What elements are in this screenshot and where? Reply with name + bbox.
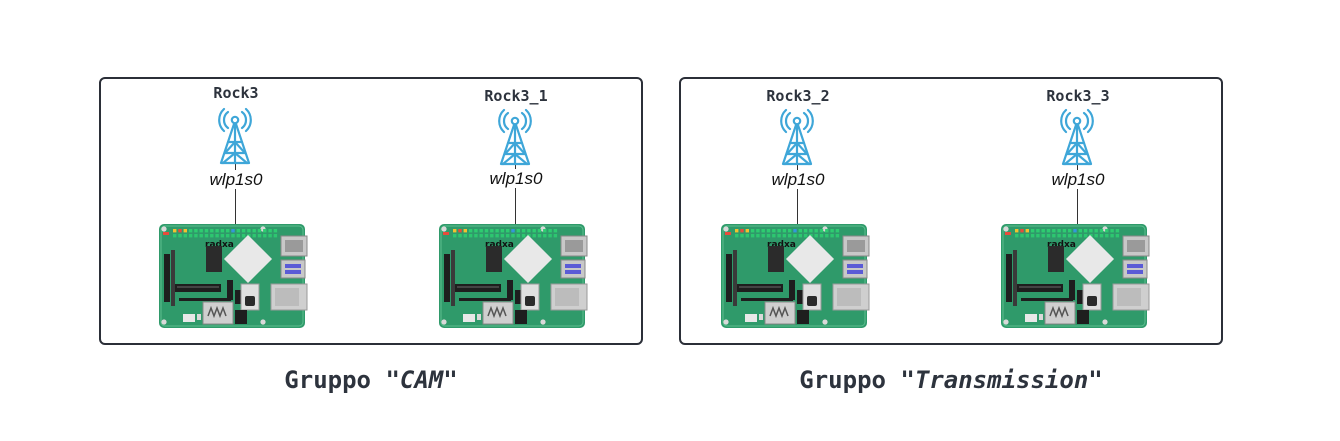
svg-text:radxa: radxa <box>485 240 514 250</box>
connection-line <box>1077 158 1078 234</box>
node-rock3: Rock3 wlp1s0 radxa <box>156 82 316 332</box>
node-name: Rock3_2 <box>766 87 830 105</box>
interface-label: wlp1s0 <box>1050 170 1106 189</box>
node-rock3-2: Rock3_2 wlp1s0 radxa <box>718 82 878 332</box>
single-board-computer-icon: radxa <box>439 224 588 328</box>
group-label-prefix: Gruppo <box>799 366 901 394</box>
interface-label: wlp1s0 <box>770 170 826 189</box>
connection-line <box>797 158 798 234</box>
svg-text:radxa: radxa <box>205 240 234 250</box>
single-board-computer-icon: radxa <box>1001 224 1150 328</box>
interface-label: wlp1s0 <box>208 170 264 189</box>
node-name: Rock3 <box>213 84 259 102</box>
group-label-name: "Transmission" <box>900 366 1103 394</box>
antenna-tower-icon <box>1060 108 1094 166</box>
group-label-cam: Gruppo "CAM" <box>99 364 643 396</box>
interface-label: wlp1s0 <box>488 169 544 188</box>
group-label-transmission: Gruppo "Transmission" <box>679 364 1223 396</box>
connection-line <box>515 158 516 234</box>
node-rock3-1: Rock3_1 wlp1s0 radxa <box>436 82 596 332</box>
group-label-prefix: Gruppo <box>284 366 386 394</box>
antenna-tower-icon <box>498 108 532 166</box>
single-board-computer-icon: radxa <box>159 224 308 328</box>
svg-text:radxa: radxa <box>767 240 796 250</box>
antenna-tower-icon <box>218 107 252 165</box>
group-label-name: "CAM" <box>385 366 458 394</box>
node-name: Rock3_1 <box>484 87 548 105</box>
svg-text:radxa: radxa <box>1047 240 1076 250</box>
antenna-tower-icon <box>780 108 814 166</box>
single-board-computer-icon: radxa <box>721 224 870 328</box>
connection-line <box>235 154 236 234</box>
node-name: Rock3_3 <box>1046 87 1110 105</box>
node-rock3-3: Rock3_3 wlp1s0 radxa <box>998 82 1158 332</box>
